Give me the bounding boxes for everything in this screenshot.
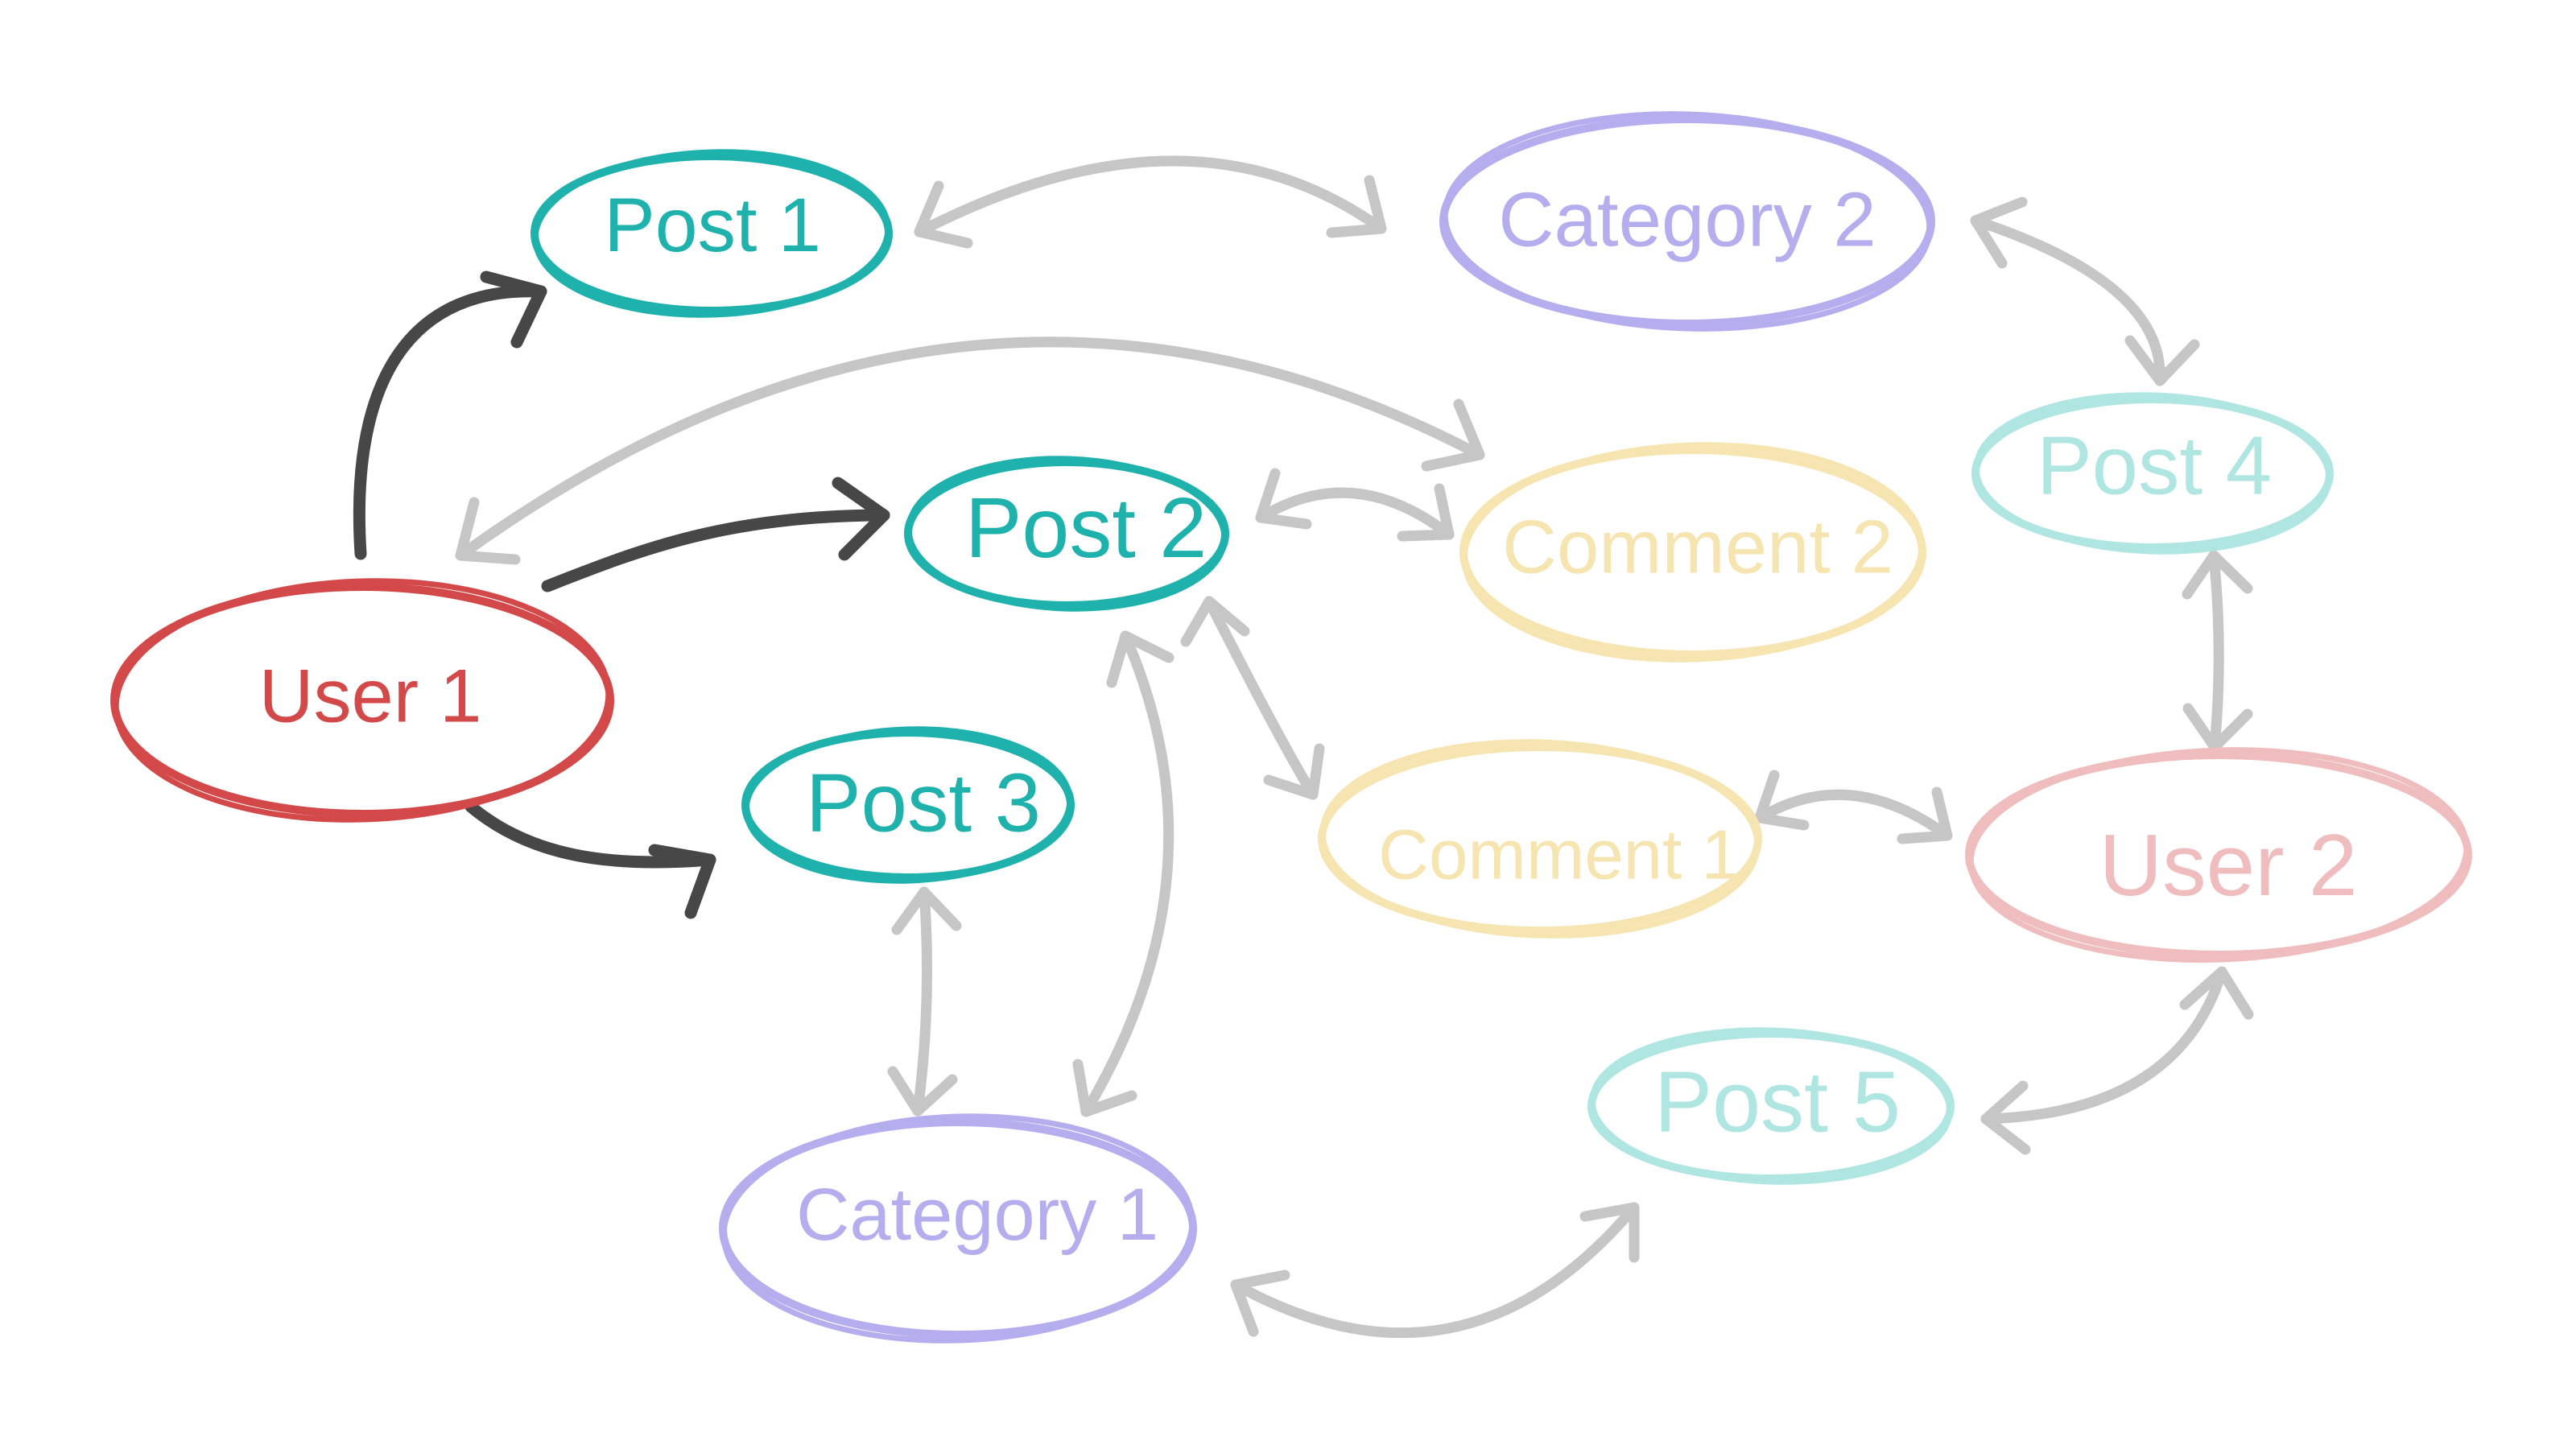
svg-text:Post 3: Post 3 <box>806 757 1041 849</box>
svg-text:Post 5: Post 5 <box>1654 1053 1901 1150</box>
svg-text:Category 2: Category 2 <box>1498 177 1876 263</box>
svg-text:Category 1: Category 1 <box>796 1174 1158 1256</box>
svg-text:Post 4: Post 4 <box>2037 419 2272 512</box>
svg-text:Comment 1: Comment 1 <box>1378 816 1740 894</box>
svg-text:Comment 2: Comment 2 <box>1502 505 1893 589</box>
svg-text:Post 1: Post 1 <box>604 183 820 268</box>
svg-text:User 2: User 2 <box>2099 816 2357 914</box>
svg-text:User 1: User 1 <box>259 654 482 738</box>
svg-text:Post 2: Post 2 <box>965 481 1208 576</box>
